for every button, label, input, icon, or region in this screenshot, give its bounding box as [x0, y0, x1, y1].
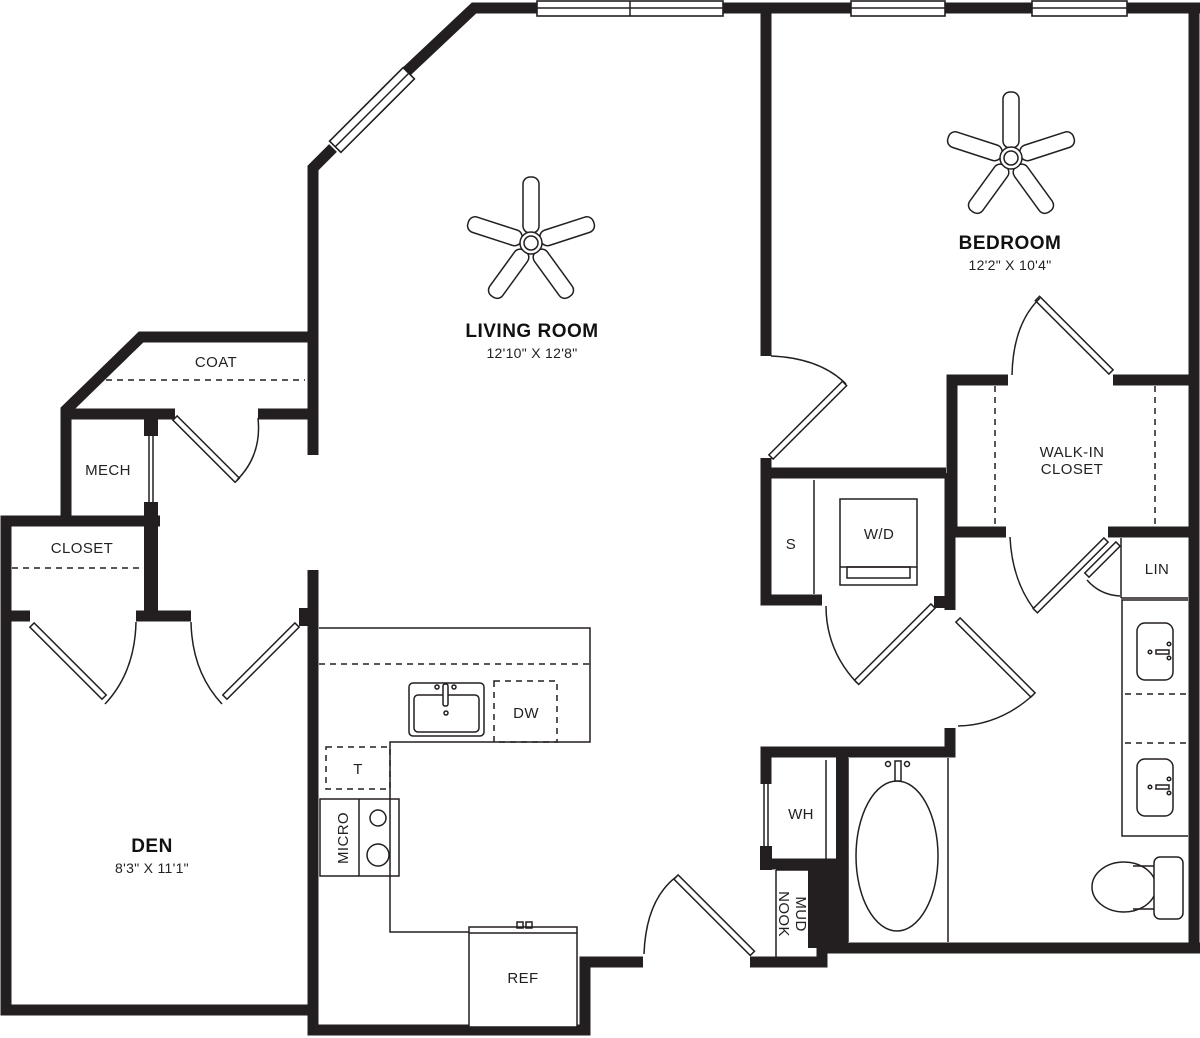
- trash-label: T: [353, 761, 363, 778]
- trash: [325, 746, 391, 790]
- mech-room-label: MECH: [85, 462, 131, 479]
- washer-dryer: [839, 498, 918, 586]
- dishwasher-label: DW: [513, 705, 539, 722]
- room-label-bedroom: BEDROOM 12'2" X 10'4": [959, 233, 1062, 273]
- refrigerator-label: REF: [507, 970, 538, 987]
- door-swing-icon: [28, 295, 1122, 957]
- ceiling-fan-icon: [466, 176, 596, 300]
- stove-icon: [366, 809, 390, 867]
- walk-in-closet-label: WALK-IN: [1040, 444, 1105, 461]
- water-heater-label: WH: [788, 806, 814, 823]
- storage-label: S: [786, 536, 796, 553]
- room-name: BEDROOM: [959, 233, 1062, 254]
- bathroom-fixtures: [775, 538, 1188, 958]
- coat-closet-label: COAT: [195, 354, 237, 371]
- room-name: DEN: [131, 836, 173, 857]
- room-label-living-room: LIVING ROOM 12'10" X 12'8": [465, 321, 598, 361]
- walk-in-closet-label-line2: CLOSET: [1041, 461, 1103, 478]
- room-name: LIVING ROOM: [465, 321, 598, 342]
- refrigerator: [468, 926, 578, 1028]
- ceiling-fan-icon: [946, 91, 1076, 215]
- sink-icon: [1136, 622, 1174, 681]
- bathtub-icon: [847, 758, 949, 942]
- linen-closet-label: LIN: [1145, 561, 1170, 578]
- toilet-icon: [1091, 856, 1184, 920]
- window-icon: [328, 0, 1128, 154]
- room-dimensions: 12'2" X 10'4": [968, 257, 1051, 273]
- mud-nook-label: MUD: [792, 896, 809, 931]
- room-dimensions: 12'10" X 12'8": [486, 345, 577, 361]
- room-label-den: DEN 8'3" X 11'1": [115, 836, 189, 876]
- washer-dryer-label: W/D: [864, 526, 894, 543]
- sink-icon: [1136, 758, 1174, 817]
- closet-label: CLOSET: [51, 540, 113, 557]
- mud-nook-label-line2: NOOK: [775, 891, 792, 937]
- kitchen-counter: [319, 627, 591, 1028]
- dishwasher: [493, 680, 558, 743]
- sink-icon: [408, 682, 485, 737]
- microwave-label: MICRO: [335, 812, 352, 864]
- room-dimensions: 8'3" X 11'1": [115, 860, 189, 876]
